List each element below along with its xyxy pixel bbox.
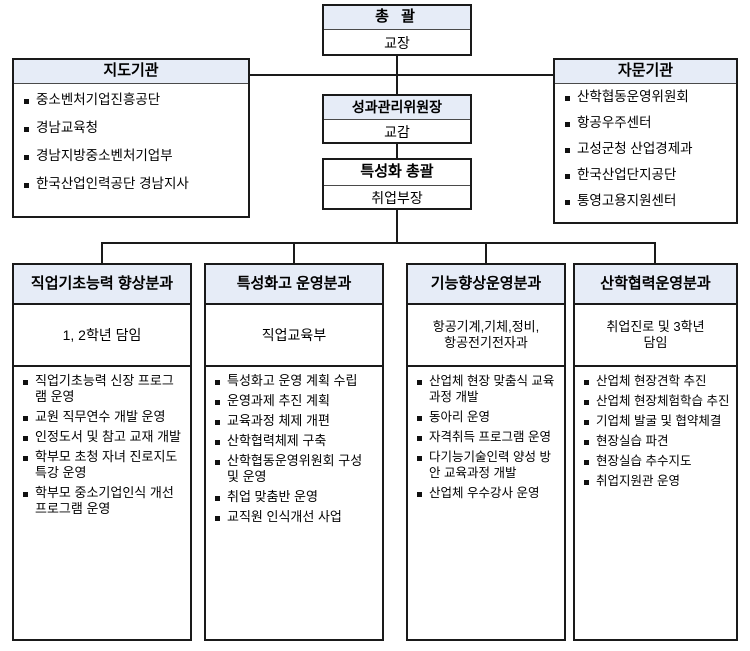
advisory-organizations-list: 산학협동운영위원회 항공우주센터 고성군청 산업경제과 한국산업단지공단 통영고…: [555, 84, 736, 223]
list-item: 산업체 현장 맞춤식 교육과정 개발: [415, 373, 559, 405]
subcommittee-2-list: 특성화고 운영 계획 수립 운영과제 추진 계획 교육과정 체제 개편 산학협력…: [206, 367, 382, 533]
node-total-supervision-header: 총 괄: [324, 6, 470, 30]
list-item: 중소벤처기업진흥공단: [22, 92, 242, 107]
connector-top-vertical: [396, 56, 398, 96]
connector-bottom-horizontal: [101, 242, 656, 244]
list-item: 다기능기술인력 양성 방안 교육과정 개발: [415, 449, 559, 481]
list-item: 산업체 현장견학 추진: [582, 373, 731, 389]
node-subcommittee-specialized-school-operation[interactable]: 특성화고 운영분과 직업교육부 특성화고 운영 계획 수립 운영과제 추진 계획…: [204, 263, 384, 641]
node-total-supervision[interactable]: 총 괄 교장: [322, 4, 472, 56]
node-advisory-organizations[interactable]: 자문기관 산학협동운영위원회 항공우주센터 고성군청 산업경제과 한국산업단지공…: [553, 58, 738, 224]
node-performance-committee-chair-body: 교감: [384, 124, 410, 140]
list-item: 산학협동운영위원회: [563, 89, 732, 104]
list-item: 특성화고 운영 계획 수립: [213, 373, 377, 389]
list-item: 인정도서 및 참고 교재 개발: [21, 429, 185, 445]
node-specialization-supervision-header: 특성화 총괄: [324, 160, 470, 186]
list-item: 항공우주센터: [563, 115, 732, 130]
list-item: 산업체 우수강사 운영: [415, 485, 559, 501]
node-advisory-organizations-header: 자문기관: [555, 60, 736, 84]
list-item: 기업체 발굴 및 협약체결: [582, 413, 731, 429]
node-performance-committee-chair-header: 성과관리위원장: [324, 96, 470, 120]
list-item: 교원 직무연수 개발 운영: [21, 409, 185, 425]
node-guidance-organizations-header: 지도기관: [14, 60, 248, 84]
list-item: 경남교육청: [22, 120, 242, 135]
node-total-supervision-body: 교장: [384, 35, 410, 51]
connector-col-3: [485, 242, 487, 264]
subcommittee-3-header: 기능향상운영분과: [408, 265, 564, 305]
list-item: 산학협력체제 구축: [213, 433, 377, 449]
subcommittee-2-subtitle: 직업교육부: [206, 305, 382, 367]
connector-top-horizontal: [12, 74, 738, 76]
connector-col-4: [654, 242, 656, 264]
list-item: 교직원 인식개선 사업: [213, 509, 377, 525]
node-guidance-organizations[interactable]: 지도기관 중소벤처기업진흥공단 경남교육청 경남지방중소벤처기업부 한국산업인력…: [12, 58, 250, 218]
list-item: 교육과정 체제 개편: [213, 413, 377, 429]
node-specialization-supervision[interactable]: 특성화 총괄 취업부장: [322, 158, 472, 210]
list-item: 경남지방중소벤처기업부: [22, 148, 242, 163]
list-item: 자격취득 프로그램 운영: [415, 429, 559, 445]
subcommittee-4-header: 산학협력운영분과: [575, 265, 736, 305]
subcommittee-1-subtitle: 1, 2학년 담임: [14, 305, 190, 367]
subcommittee-1-header: 직업기초능력 향상분과: [14, 265, 190, 305]
list-item: 통영고용지원센터: [563, 193, 732, 208]
list-item: 현장실습 파견: [582, 433, 731, 449]
node-specialization-supervision-body: 취업부장: [371, 190, 423, 206]
list-item: 산학협동운영위원회 구성 및 운영: [213, 453, 377, 485]
list-item: 고성군청 산업경제과: [563, 141, 732, 156]
subcommittee-3-subtitle: 항공기계,기체,정비,항공전기전자과: [408, 305, 564, 367]
list-item: 학부모 중소기업인식 개선 프로그램 운영: [21, 485, 185, 517]
subcommittee-4-list: 산업체 현장견학 추진 산업체 현장체험학습 추진 기업체 발굴 및 협약체결 …: [575, 367, 736, 497]
node-subcommittee-skill-improvement[interactable]: 기능향상운영분과 항공기계,기체,정비,항공전기전자과 산업체 현장 맞춤식 교…: [406, 263, 566, 641]
list-item: 현장실습 추수지도: [582, 453, 731, 469]
node-performance-committee-chair[interactable]: 성과관리위원장 교감: [322, 94, 472, 144]
list-item: 학부모 초청 자녀 진로지도 특강 운영: [21, 449, 185, 481]
list-item: 취업지원관 운영: [582, 473, 731, 489]
list-item: 한국산업인력공단 경남지사: [22, 176, 242, 191]
connector-col-2: [293, 242, 295, 264]
list-item: 취업 맞춤반 운영: [213, 489, 377, 505]
list-item: 운영과제 추진 계획: [213, 393, 377, 409]
list-item: 한국산업단지공단: [563, 167, 732, 182]
connector-mid-vertical: [396, 143, 398, 159]
connector-bottom-vertical: [396, 209, 398, 243]
list-item: 동아리 운영: [415, 409, 559, 425]
connector-col-1: [101, 242, 103, 264]
node-subcommittee-basic-vocational-skills[interactable]: 직업기초능력 향상분과 1, 2학년 담임 직업기초능력 신장 프로그램 운영 …: [12, 263, 192, 641]
list-item: 산업체 현장체험학습 추진: [582, 393, 731, 409]
list-item: 직업기초능력 신장 프로그램 운영: [21, 373, 185, 405]
subcommittee-1-list: 직업기초능력 신장 프로그램 운영 교원 직무연수 개발 운영 인정도서 및 참…: [14, 367, 190, 525]
guidance-organizations-list: 중소벤처기업진흥공단 경남교육청 경남지방중소벤처기업부 한국산업인력공단 경남…: [14, 84, 248, 208]
subcommittee-2-header: 특성화고 운영분과: [206, 265, 382, 305]
subcommittee-3-list: 산업체 현장 맞춤식 교육과정 개발 동아리 운영 자격취득 프로그램 운영 다…: [408, 367, 564, 509]
